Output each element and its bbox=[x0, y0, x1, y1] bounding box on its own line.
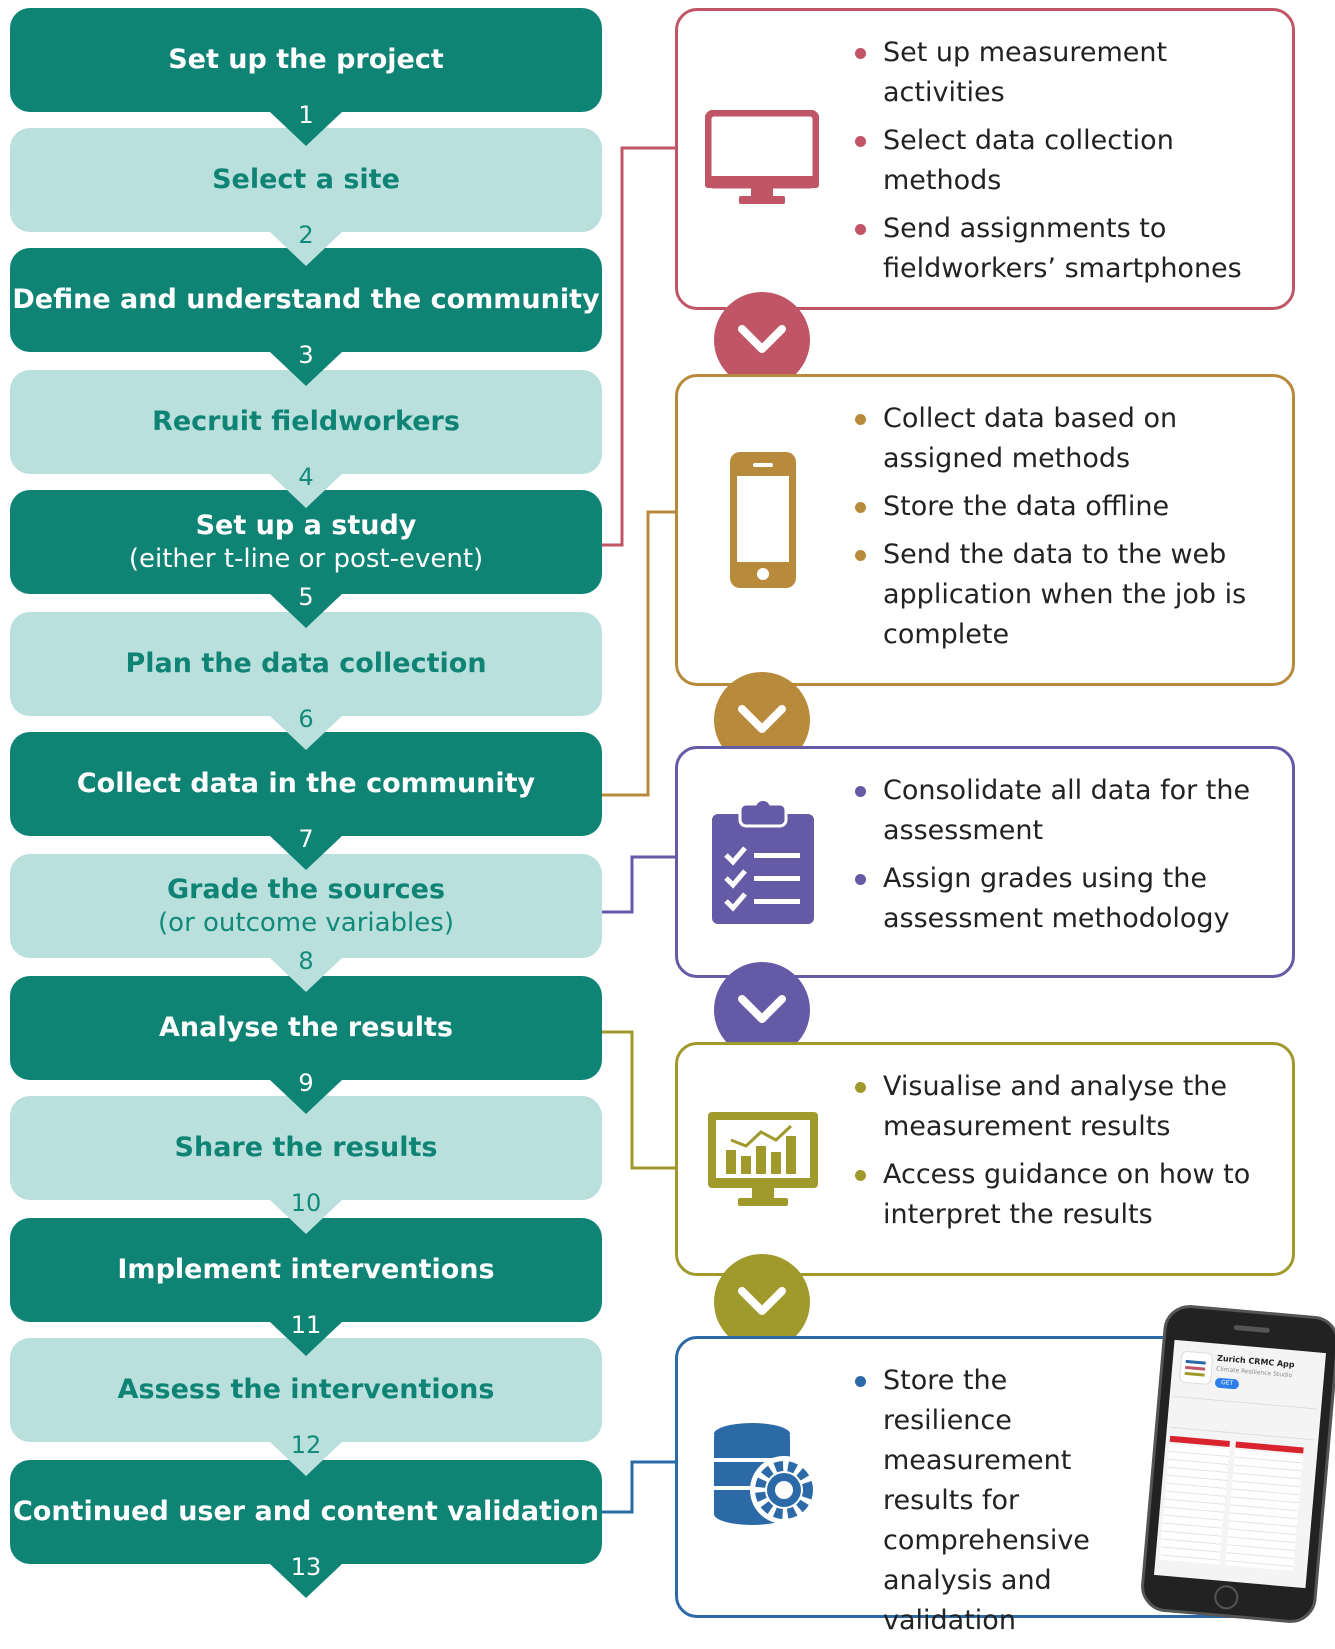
step-number: 9 bbox=[298, 1069, 314, 1097]
bullet-list: Set up measurement activities Select dat… bbox=[853, 33, 1272, 297]
arrow-down-icon bbox=[270, 716, 342, 750]
bullet-item: Assign grades using the assessment metho… bbox=[853, 859, 1272, 939]
app-screenshot bbox=[1159, 1443, 1230, 1565]
chevron-down-icon bbox=[714, 1254, 810, 1350]
database-gear-icon bbox=[714, 1423, 818, 1525]
process-steps: Set up the project Select a site Define … bbox=[0, 0, 620, 1627]
bullet-item: Store the data offline bbox=[853, 487, 1272, 527]
step-title: Grade the sources bbox=[166, 874, 446, 905]
arrow-down-icon bbox=[270, 836, 342, 870]
step-number: 3 bbox=[298, 341, 314, 369]
arrow-down-icon bbox=[270, 1322, 342, 1356]
step-title: Plan the data collection bbox=[125, 648, 487, 679]
clipboard-checklist-icon bbox=[712, 801, 814, 924]
bullet-item: Visualise and analyse the measurement re… bbox=[853, 1067, 1272, 1147]
step-title: Implement interventions bbox=[117, 1254, 495, 1285]
step-9: Analyse the results bbox=[10, 976, 602, 1080]
bullet-item: Select data collection methods bbox=[853, 121, 1272, 201]
step-2: Select a site bbox=[10, 128, 602, 232]
get-button[interactable]: GET bbox=[1214, 1377, 1240, 1390]
arrow-down-icon bbox=[270, 1200, 342, 1234]
arrow-down-icon bbox=[270, 232, 342, 266]
bullet-list: Collect data based on assigned methods S… bbox=[853, 399, 1272, 663]
step-title: Set up a study bbox=[195, 510, 417, 541]
step-5: Set up a study (either t-line or post-ev… bbox=[10, 490, 602, 594]
step-title: Recruit fieldworkers bbox=[152, 406, 460, 437]
bullet-item: Set up measurement activities bbox=[853, 33, 1272, 113]
step-number: 10 bbox=[290, 1189, 322, 1217]
step-title: Analyse the results bbox=[159, 1012, 453, 1043]
phone-screen: Zurich CRMC App Climate Resilience Studi… bbox=[1154, 1339, 1326, 1589]
bullet-item: Collect data based on assigned methods bbox=[853, 399, 1272, 479]
step-subtitle: (either t-line or post-event) bbox=[128, 544, 484, 574]
step-number: 6 bbox=[298, 705, 314, 733]
step-number: 13 bbox=[290, 1553, 322, 1581]
step-title: Share the results bbox=[174, 1132, 438, 1163]
app-screenshot bbox=[1225, 1449, 1303, 1572]
bullet-item: Consolidate all data for the assessment bbox=[853, 771, 1272, 851]
step-title: Collect data in the community bbox=[76, 768, 536, 799]
bullet-item: Send assignments to fieldworkers’ smartp… bbox=[853, 209, 1272, 289]
step-number: 12 bbox=[290, 1431, 322, 1459]
step-11: Implement interventions bbox=[10, 1218, 602, 1322]
connector-line bbox=[602, 1460, 675, 1514]
app-info-row bbox=[1170, 1395, 1318, 1441]
step-number: 7 bbox=[298, 825, 314, 853]
step-number: 5 bbox=[298, 583, 314, 611]
arrow-down-icon bbox=[270, 474, 342, 508]
arrow-down-icon bbox=[270, 1080, 342, 1114]
bullet-item: Store the resilience measurement results… bbox=[853, 1361, 1090, 1641]
connector-line bbox=[602, 146, 675, 547]
step-number: 2 bbox=[298, 221, 314, 249]
analytics-monitor-icon bbox=[708, 1112, 818, 1206]
app-logo-icon bbox=[1178, 1350, 1214, 1386]
step-number: 4 bbox=[298, 463, 314, 491]
step-4: Recruit fieldworkers bbox=[10, 370, 602, 474]
bullet-item: Access guidance on how to interpret the … bbox=[853, 1155, 1272, 1235]
arrow-down-icon bbox=[270, 112, 342, 146]
card-setup: Set up measurement activities Select dat… bbox=[675, 8, 1295, 310]
arrow-down-icon bbox=[270, 1442, 342, 1476]
step-number: 1 bbox=[298, 101, 314, 129]
connector-line bbox=[602, 855, 675, 914]
step-title: Assess the interventions bbox=[117, 1374, 495, 1405]
step-subtitle: (or outcome variables) bbox=[158, 908, 454, 938]
step-6: Plan the data collection bbox=[10, 612, 602, 716]
arrow-down-icon bbox=[270, 352, 342, 386]
phone-mockup: Zurich CRMC App Climate Resilience Studi… bbox=[1138, 1302, 1335, 1626]
desktop-monitor-icon bbox=[705, 110, 819, 204]
step-title: Select a site bbox=[212, 164, 400, 195]
arrow-down-icon bbox=[270, 958, 342, 992]
step-1: Set up the project bbox=[10, 8, 602, 112]
bullet-list: Store the resilience measurement results… bbox=[853, 1361, 1090, 1649]
bullet-item: Send the data to the web application whe… bbox=[853, 535, 1272, 655]
step-number: 8 bbox=[298, 947, 314, 975]
step-number: 11 bbox=[290, 1311, 322, 1339]
step-title: Set up the project bbox=[168, 44, 444, 75]
step-title: Continued user and content validation bbox=[12, 1496, 600, 1527]
connector-line bbox=[602, 1030, 675, 1170]
bullet-list: Consolidate all data for the assessment … bbox=[853, 771, 1272, 947]
arrow-down-icon bbox=[270, 594, 342, 628]
step-8: Grade the sources (or outcome variables) bbox=[10, 854, 602, 958]
arrow-down-icon bbox=[270, 1564, 342, 1598]
step-13: Continued user and content validation bbox=[10, 1460, 602, 1564]
bullet-list: Visualise and analyse the measurement re… bbox=[853, 1067, 1272, 1243]
chevron-down-icon bbox=[714, 292, 810, 388]
smartphone-icon bbox=[730, 452, 796, 588]
step-title: Define and understand the community bbox=[12, 284, 600, 315]
connector-line bbox=[602, 510, 675, 797]
